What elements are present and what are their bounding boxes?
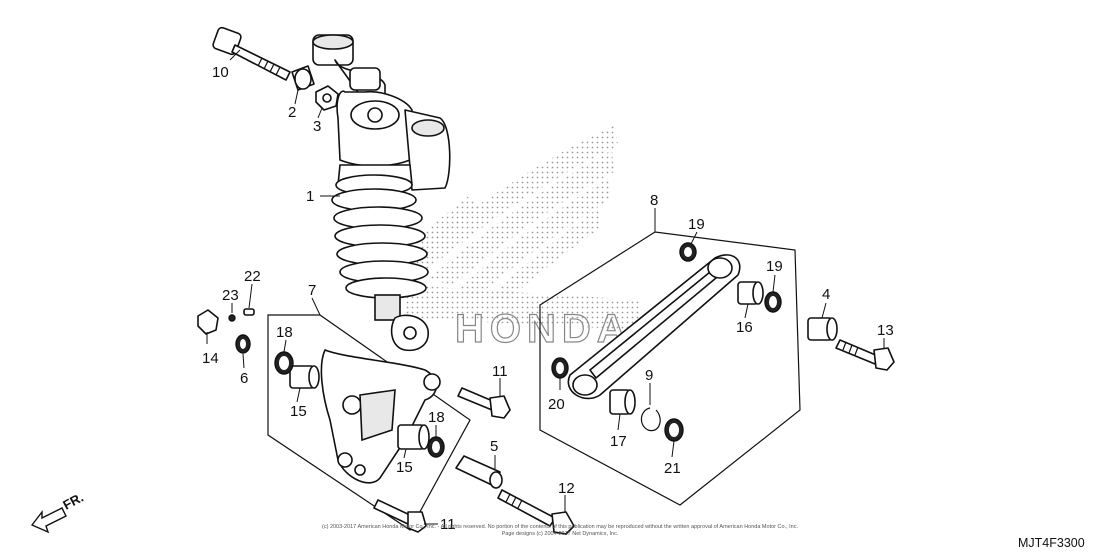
rear-shock-absorber[interactable] [312, 34, 451, 352]
shock-arm-7[interactable] [320, 349, 441, 484]
leader-lines [206, 49, 885, 525]
callout-22: 22 [244, 268, 261, 285]
bolt-11b[interactable] [373, 499, 427, 533]
callout-19b: 19 [766, 258, 783, 275]
callout-10: 10 [212, 64, 229, 81]
dust-seal-18b[interactable] [427, 436, 445, 458]
callout-6: 6 [240, 370, 248, 387]
bolt-13[interactable] [835, 339, 895, 371]
circlip-9[interactable] [640, 407, 661, 432]
dust-seal-21[interactable] [664, 418, 684, 442]
callout-18b: 18 [428, 409, 445, 426]
copyright-line-1: (c) 2003-2017 American Honda Motor Co., … [322, 524, 798, 530]
callout-17: 17 [610, 433, 627, 450]
nut-14[interactable] [197, 309, 219, 335]
arrow-left-icon [30, 507, 67, 534]
callout-21: 21 [664, 460, 681, 477]
callout-19a: 19 [688, 216, 705, 233]
link-assembly-box-7 [267, 314, 471, 531]
collar-2[interactable] [291, 65, 315, 91]
needle-bearing-17[interactable] [609, 389, 636, 415]
callout-1: 1 [306, 188, 314, 205]
nut-3[interactable] [315, 85, 339, 111]
callout-numbers: 1 2 3 4 5 6 7 8 9 10 11 11 12 13 14 15 1… [202, 64, 894, 533]
bolt-12[interactable] [497, 489, 575, 535]
callout-14: 14 [202, 350, 219, 367]
callout-7: 7 [308, 282, 316, 299]
callout-8: 8 [650, 192, 658, 209]
copyright-notice: (c) 2003-2017 American Honda Motor Co., … [322, 524, 798, 537]
callout-23: 23 [222, 287, 239, 304]
callout-20: 20 [548, 396, 565, 413]
callout-4: 4 [822, 286, 830, 303]
direction-label: FR. [60, 490, 86, 513]
grease-nipple-22[interactable] [243, 308, 255, 316]
needle-bearing-15b[interactable] [397, 424, 430, 450]
callout-13: 13 [877, 322, 894, 339]
callout-12: 12 [558, 480, 575, 497]
callout-5: 5 [490, 438, 498, 455]
callout-18a: 18 [276, 324, 293, 341]
callout-11b: 11 [440, 516, 456, 533]
callout-15a: 15 [290, 403, 307, 420]
bolt-11a[interactable] [457, 387, 511, 419]
grease-fitting-23[interactable] [228, 314, 236, 322]
collar-5[interactable] [455, 455, 503, 489]
diagram-code: MJT4F3300 [1018, 536, 1085, 550]
cushion-link-8[interactable] [567, 254, 741, 400]
bolt-10[interactable] [212, 26, 291, 81]
watermark-text: HONDA [455, 307, 632, 351]
callout-9: 9 [645, 367, 653, 384]
needle-bearing-15a[interactable] [289, 365, 320, 389]
collar-4[interactable] [807, 317, 838, 341]
washer-6[interactable] [235, 334, 251, 354]
dust-seal-20[interactable] [551, 357, 569, 379]
dust-seal-19b[interactable] [764, 291, 782, 313]
front-direction-indicator: FR. [30, 490, 86, 534]
copyright-line-2: Page designs (c) 2004-2017 Net Dynamics,… [502, 531, 619, 537]
callout-16: 16 [736, 319, 753, 336]
dust-seal-19a[interactable] [679, 242, 697, 262]
callout-15b: 15 [396, 459, 413, 476]
dust-seal-18a[interactable] [274, 351, 294, 375]
callout-3: 3 [313, 118, 321, 135]
needle-bearing-16[interactable] [737, 281, 764, 305]
callout-11a: 11 [492, 363, 508, 380]
honda-wing-watermark: HONDA [398, 125, 640, 352]
callout-2: 2 [288, 104, 296, 121]
